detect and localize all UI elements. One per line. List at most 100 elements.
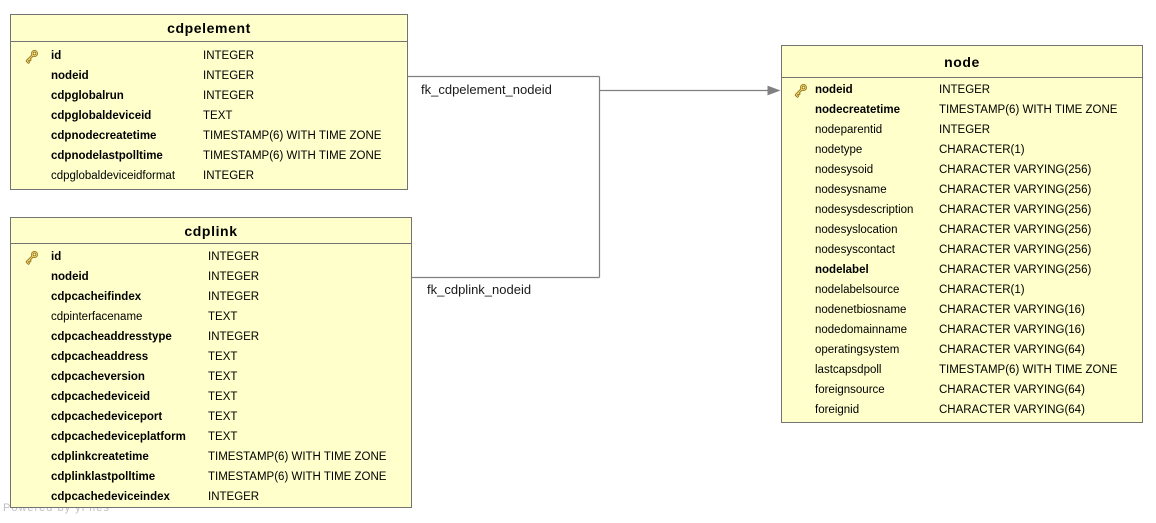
column-row: nodelabelsource CHARACTER(1) [782, 280, 1142, 300]
column-type: CHARACTER(1) [939, 284, 1025, 296]
column-list: id INTEGER [11, 42, 407, 189]
column-name: id [51, 50, 62, 62]
column-type: CHARACTER VARYING(64) [939, 404, 1085, 416]
column-name: operatingsystem [815, 344, 900, 356]
column-row: cdpglobalrun INTEGER [11, 86, 407, 106]
column-row: nodeparentid INTEGER [782, 120, 1142, 140]
column-name: nodeid [815, 84, 853, 96]
column-name: cdpcachedeviceindex [51, 491, 170, 503]
column-row: operatingsystem CHARACTER VARYING(64) [782, 340, 1142, 360]
column-row: cdpcacheaddresstype INTEGER [11, 327, 411, 347]
column-name: foreignid [815, 404, 860, 416]
column-type: CHARACTER VARYING(64) [939, 344, 1085, 356]
column-name: cdpnodecreatetime [51, 130, 157, 142]
column-type: TIMESTAMP(6) WITH TIME ZONE [203, 130, 382, 142]
column-row: cdpcachedeviceplatform TEXT [11, 427, 411, 447]
edge-label-fk-cdpelement-nodeid: fk_cdpelement_nodeid [421, 82, 552, 97]
column-type: CHARACTER VARYING(256) [939, 224, 1092, 236]
column-row: foreignsource CHARACTER VARYING(64) [782, 380, 1142, 400]
column-name: nodesysdescription [815, 204, 914, 216]
column-type: CHARACTER VARYING(256) [939, 164, 1092, 176]
column-type: INTEGER [203, 90, 255, 102]
column-type: CHARACTER VARYING(64) [939, 384, 1085, 396]
column-type: CHARACTER VARYING(256) [939, 184, 1092, 196]
column-name: cdpcacheaddress [51, 351, 149, 363]
column-name: cdplinkcreatetime [51, 451, 149, 463]
column-row: nodedomainname CHARACTER VARYING(16) [782, 320, 1142, 340]
column-name: cdpcachedeviceplatform [51, 431, 186, 443]
column-type: CHARACTER VARYING(16) [939, 304, 1085, 316]
column-type: INTEGER [208, 251, 260, 263]
column-name: cdpcacheifindex [51, 291, 142, 303]
column-name: nodesysname [815, 184, 887, 196]
table-title: cdpelement [11, 15, 407, 42]
column-row: nodelabel CHARACTER VARYING(256) [782, 260, 1142, 280]
column-type: TEXT [203, 110, 233, 122]
column-name: cdpcacheaddresstype [51, 331, 172, 343]
column-name: nodelabel [815, 264, 869, 276]
column-name: cdpcacheversion [51, 371, 145, 383]
column-name: cdpnodelastpolltime [51, 150, 163, 162]
column-type: INTEGER [939, 84, 991, 96]
column-row: nodecreatetime TIMESTAMP(6) WITH TIME ZO… [782, 100, 1142, 120]
column-type: TEXT [208, 431, 238, 443]
column-type: INTEGER [203, 70, 255, 82]
column-name: lastcapsdpoll [815, 364, 882, 376]
column-row: cdpcacheversion TEXT [11, 367, 411, 387]
primary-key-icon [24, 250, 51, 265]
column-type: INTEGER [203, 50, 255, 62]
column-row: nodesysname CHARACTER VARYING(256) [782, 180, 1142, 200]
column-row: cdpcacheifindex INTEGER [11, 287, 411, 307]
column-name: nodeid [51, 271, 89, 283]
primary-key-icon [24, 49, 51, 64]
column-type: TIMESTAMP(6) WITH TIME ZONE [208, 451, 387, 463]
column-row: nodeid INTEGER [11, 66, 407, 86]
column-row: lastcapsdpoll TIMESTAMP(6) WITH TIME ZON… [782, 360, 1142, 380]
column-name: nodesyscontact [815, 244, 895, 256]
column-type: CHARACTER VARYING(256) [939, 264, 1092, 276]
column-type: TIMESTAMP(6) WITH TIME ZONE [939, 104, 1118, 116]
column-row: cdpglobaldeviceid TEXT [11, 106, 407, 126]
column-row: cdpglobaldeviceidformat INTEGER [11, 166, 407, 186]
column-name: nodetype [815, 144, 863, 156]
column-row: cdpcachedeviceid TEXT [11, 387, 411, 407]
column-type: INTEGER [208, 331, 260, 343]
column-name: nodesysoid [815, 164, 874, 176]
column-name: cdplinklastpolltime [51, 471, 156, 483]
column-type: TEXT [208, 411, 238, 423]
column-row: cdpcachedeviceindex INTEGER [11, 487, 411, 507]
column-type: INTEGER [208, 291, 260, 303]
entity-table-cdplink: cdplink [10, 217, 412, 508]
column-list: id INTEGER [11, 244, 411, 509]
column-name: nodenetbiosname [815, 304, 907, 316]
table-title: cdplink [11, 218, 411, 244]
column-row: cdpcachedeviceport TEXT [11, 407, 411, 427]
column-name: cdpcachedeviceport [51, 411, 163, 423]
column-name: nodesyslocation [815, 224, 898, 236]
entity-table-cdpelement: cdpelement [10, 14, 408, 190]
column-type: TEXT [208, 371, 238, 383]
primary-key-icon [793, 83, 815, 98]
column-type: TEXT [208, 391, 238, 403]
column-name: nodecreatetime [815, 104, 901, 116]
column-type: INTEGER [939, 124, 991, 136]
column-row: id INTEGER [11, 46, 407, 66]
column-row: foreignid CHARACTER VARYING(64) [782, 400, 1142, 420]
column-type: CHARACTER VARYING(256) [939, 204, 1092, 216]
column-row: cdplinkcreatetime TIMESTAMP(6) WITH TIME… [11, 447, 411, 467]
column-row: nodesysoid CHARACTER VARYING(256) [782, 160, 1142, 180]
column-name: nodelabelsource [815, 284, 900, 296]
column-type: CHARACTER VARYING(256) [939, 244, 1092, 256]
column-name: nodeparentid [815, 124, 883, 136]
column-name: cdpglobaldeviceidformat [51, 170, 176, 182]
arrowhead-icon [767, 85, 781, 96]
column-type: TIMESTAMP(6) WITH TIME ZONE [203, 150, 382, 162]
column-type: TEXT [208, 311, 238, 323]
column-name: nodeid [51, 70, 89, 82]
column-name: cdpcachedeviceid [51, 391, 151, 403]
column-type: TIMESTAMP(6) WITH TIME ZONE [939, 364, 1118, 376]
column-name: cdpinterfacename [51, 311, 143, 323]
column-row: nodetype CHARACTER(1) [782, 140, 1142, 160]
